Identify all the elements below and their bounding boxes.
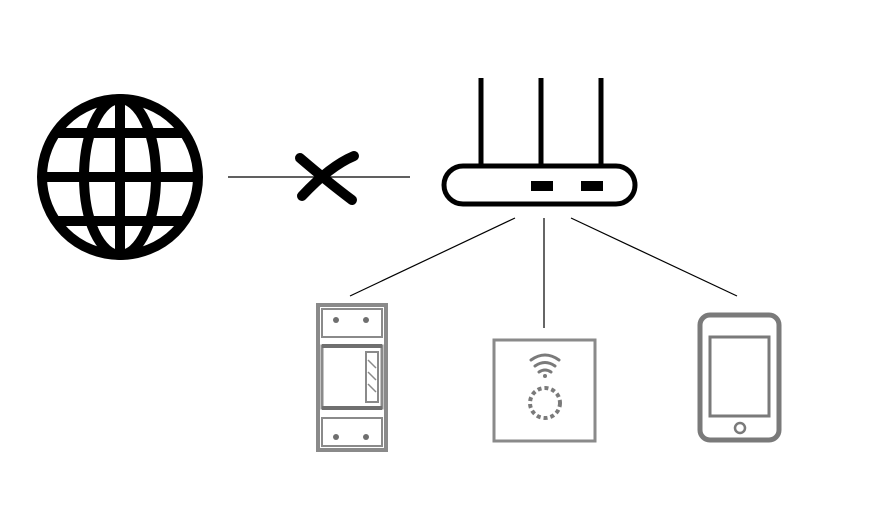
smart-wall-switch-icon [492, 338, 597, 443]
link-router-phone [570, 217, 738, 297]
wifi-icon [529, 353, 561, 378]
globe-icon [37, 94, 203, 260]
smartphone-icon [697, 312, 782, 443]
wifi-router-icon [441, 78, 638, 207]
link-router-relay [349, 217, 516, 297]
router-led-right [581, 181, 603, 191]
broken-link-cross-icon [295, 151, 359, 205]
relay-module-icon [316, 303, 388, 452]
power-ring-icon [528, 386, 562, 420]
router-led-left [531, 181, 553, 191]
